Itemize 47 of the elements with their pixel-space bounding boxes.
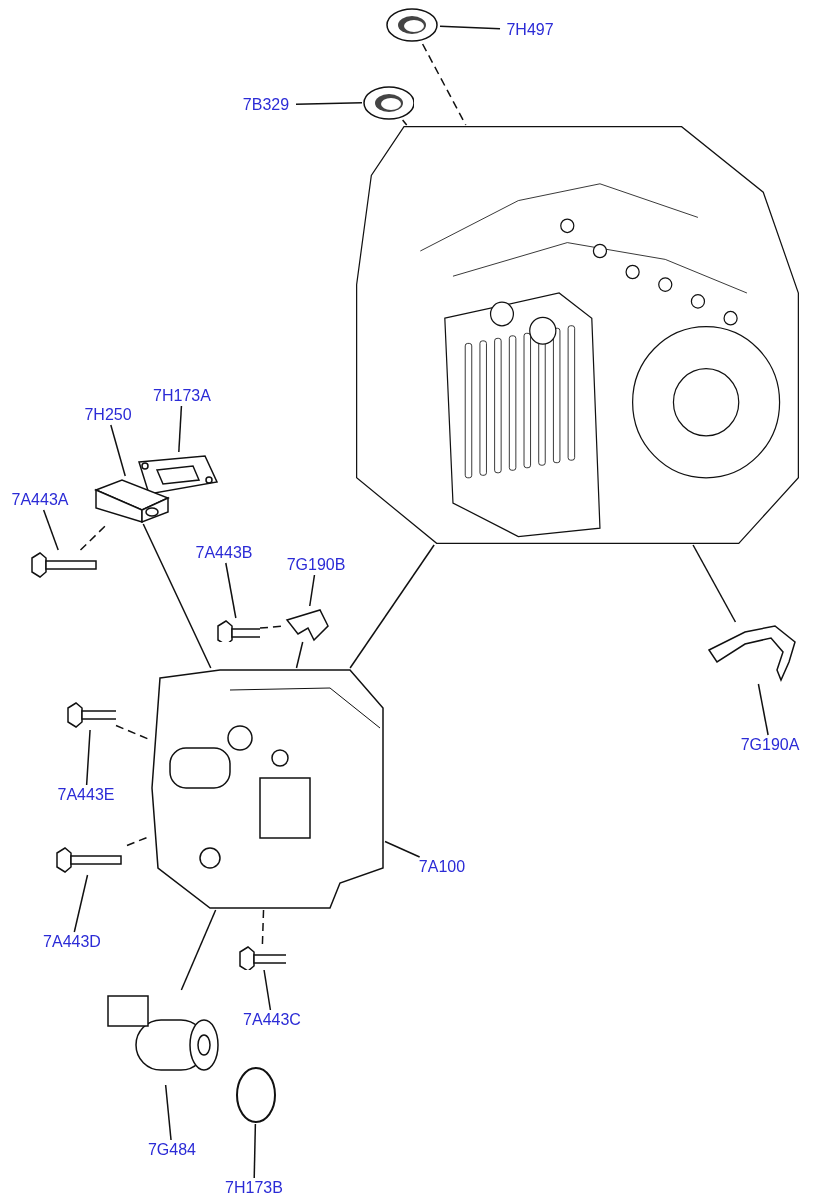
leader-line [73,874,89,933]
leader-line [295,101,363,105]
part-number: 7H497 [506,22,554,38]
part-number: 7A443C [243,1012,301,1028]
assembly-line [421,43,467,126]
leader-line [309,574,316,607]
leader-line [757,683,769,736]
part-number: 7A443A [11,492,69,508]
assembly-line [295,641,304,669]
part-number: 7A443E [57,787,115,803]
transmission-drawing [355,125,800,545]
part-number: 7G484 [147,1142,196,1158]
part-number: 7G190A [740,737,800,753]
leader-line [253,1123,257,1179]
part-number: 7H250 [84,407,132,423]
assembly-line [180,909,217,991]
part-number: 7H173B [225,1180,283,1196]
leader-line [384,840,421,858]
part-number: 7A443B [195,545,253,561]
seal-drawing [385,6,440,44]
leader-line [164,1084,172,1141]
assembly-line [692,544,737,623]
assembly-line [142,523,212,669]
part-number: 7B329 [242,97,290,113]
leader-line [439,25,501,30]
leader-line [263,969,272,1011]
bolt-drawing [238,944,286,970]
assembly-line [79,523,108,551]
o-ring-drawing [235,1066,277,1124]
leader-line [42,509,59,551]
part-number: 7G190B [286,557,346,573]
valve-body-drawing [150,668,385,910]
leader-line [85,729,91,786]
part-number: 7H173A [153,388,211,404]
bolt-drawing [216,618,260,642]
assembly-line [261,909,265,945]
part-number: 7A443D [43,934,101,950]
leader-line [178,405,183,453]
leader-line [110,424,126,477]
leader-line [225,562,237,619]
spacer-block-drawing [92,476,172,524]
bolt-drawing [66,700,116,730]
assembly-line [349,544,435,669]
assembly-line [401,119,408,126]
part-number: 7A100 [418,859,466,875]
seal-drawing [362,84,414,120]
clip-drawing [284,606,330,642]
